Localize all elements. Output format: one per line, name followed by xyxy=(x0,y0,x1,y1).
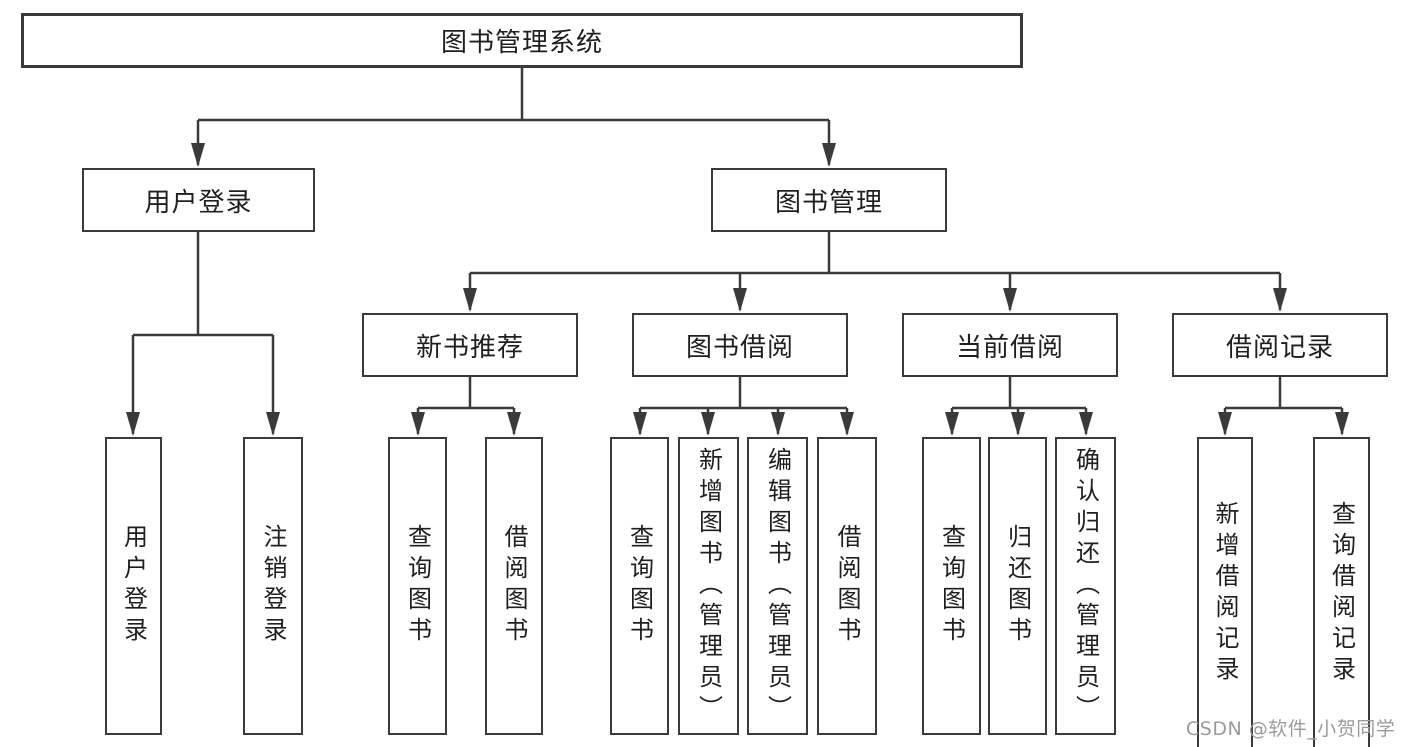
node-label: 当前借阅 xyxy=(955,332,1064,363)
node-label: 图书管理 xyxy=(774,187,883,218)
node-logout: 注销登录 xyxy=(243,437,303,735)
node-user-login: 用户登录 xyxy=(105,437,162,735)
node-label: 借阅图书 xyxy=(833,524,861,648)
node-add-borrow-record: 新增借阅记录 xyxy=(1197,437,1253,747)
node-label: 确认归还（管理员） xyxy=(1071,446,1100,726)
node-label: 用户登录 xyxy=(144,187,253,218)
node-return-book: 归还图书 xyxy=(988,437,1047,735)
node-library-management-system: 图书管理系统 xyxy=(21,13,1023,68)
node-add-book-admin: 新增图书（管理员） xyxy=(678,437,739,735)
node-label: 查询借阅记录 xyxy=(1327,500,1356,687)
node-label: 编辑图书（管理员） xyxy=(763,446,792,726)
node-borrow-books-borrowing: 借阅图书 xyxy=(817,437,877,735)
node-current-borrowing: 当前借阅 xyxy=(902,313,1118,377)
node-query-books-current: 查询图书 xyxy=(922,437,981,735)
node-label: 图书借阅 xyxy=(685,332,794,363)
node-edit-book-admin: 编辑图书（管理员） xyxy=(747,437,808,735)
node-label: 新书推荐 xyxy=(415,332,524,363)
node-query-books-borrowing: 查询图书 xyxy=(610,437,669,735)
node-query-borrow-record: 查询借阅记录 xyxy=(1313,437,1370,747)
node-book-management: 图书管理 xyxy=(711,168,947,232)
node-label: 查询图书 xyxy=(937,524,966,648)
node-borrowing-records: 借阅记录 xyxy=(1172,313,1388,377)
node-label: 新增图书（管理员） xyxy=(694,446,723,726)
node-query-books-recommend: 查询图书 xyxy=(388,437,447,735)
node-label: 用户登录 xyxy=(119,524,148,648)
node-label: 查询图书 xyxy=(403,524,432,648)
node-new-book-recommendation: 新书推荐 xyxy=(362,313,578,377)
node-label: 图书管理系统 xyxy=(440,28,603,58)
watermark: CSDN @软件_小贺同学 xyxy=(1186,718,1396,740)
node-confirm-return-admin: 确认归还（管理员） xyxy=(1055,437,1116,735)
node-label: 借阅记录 xyxy=(1225,332,1334,363)
node-label: 归还图书 xyxy=(1003,524,1032,648)
node-label: 注销登录 xyxy=(259,524,287,648)
node-book-borrowing: 图书借阅 xyxy=(632,313,848,377)
node-label: 新增借阅记录 xyxy=(1211,500,1239,687)
node-borrow-books-recommend: 借阅图书 xyxy=(485,437,543,735)
node-user-login-module: 用户登录 xyxy=(82,168,315,232)
node-label: 查询图书 xyxy=(625,524,654,648)
node-label: 借阅图书 xyxy=(500,524,528,648)
